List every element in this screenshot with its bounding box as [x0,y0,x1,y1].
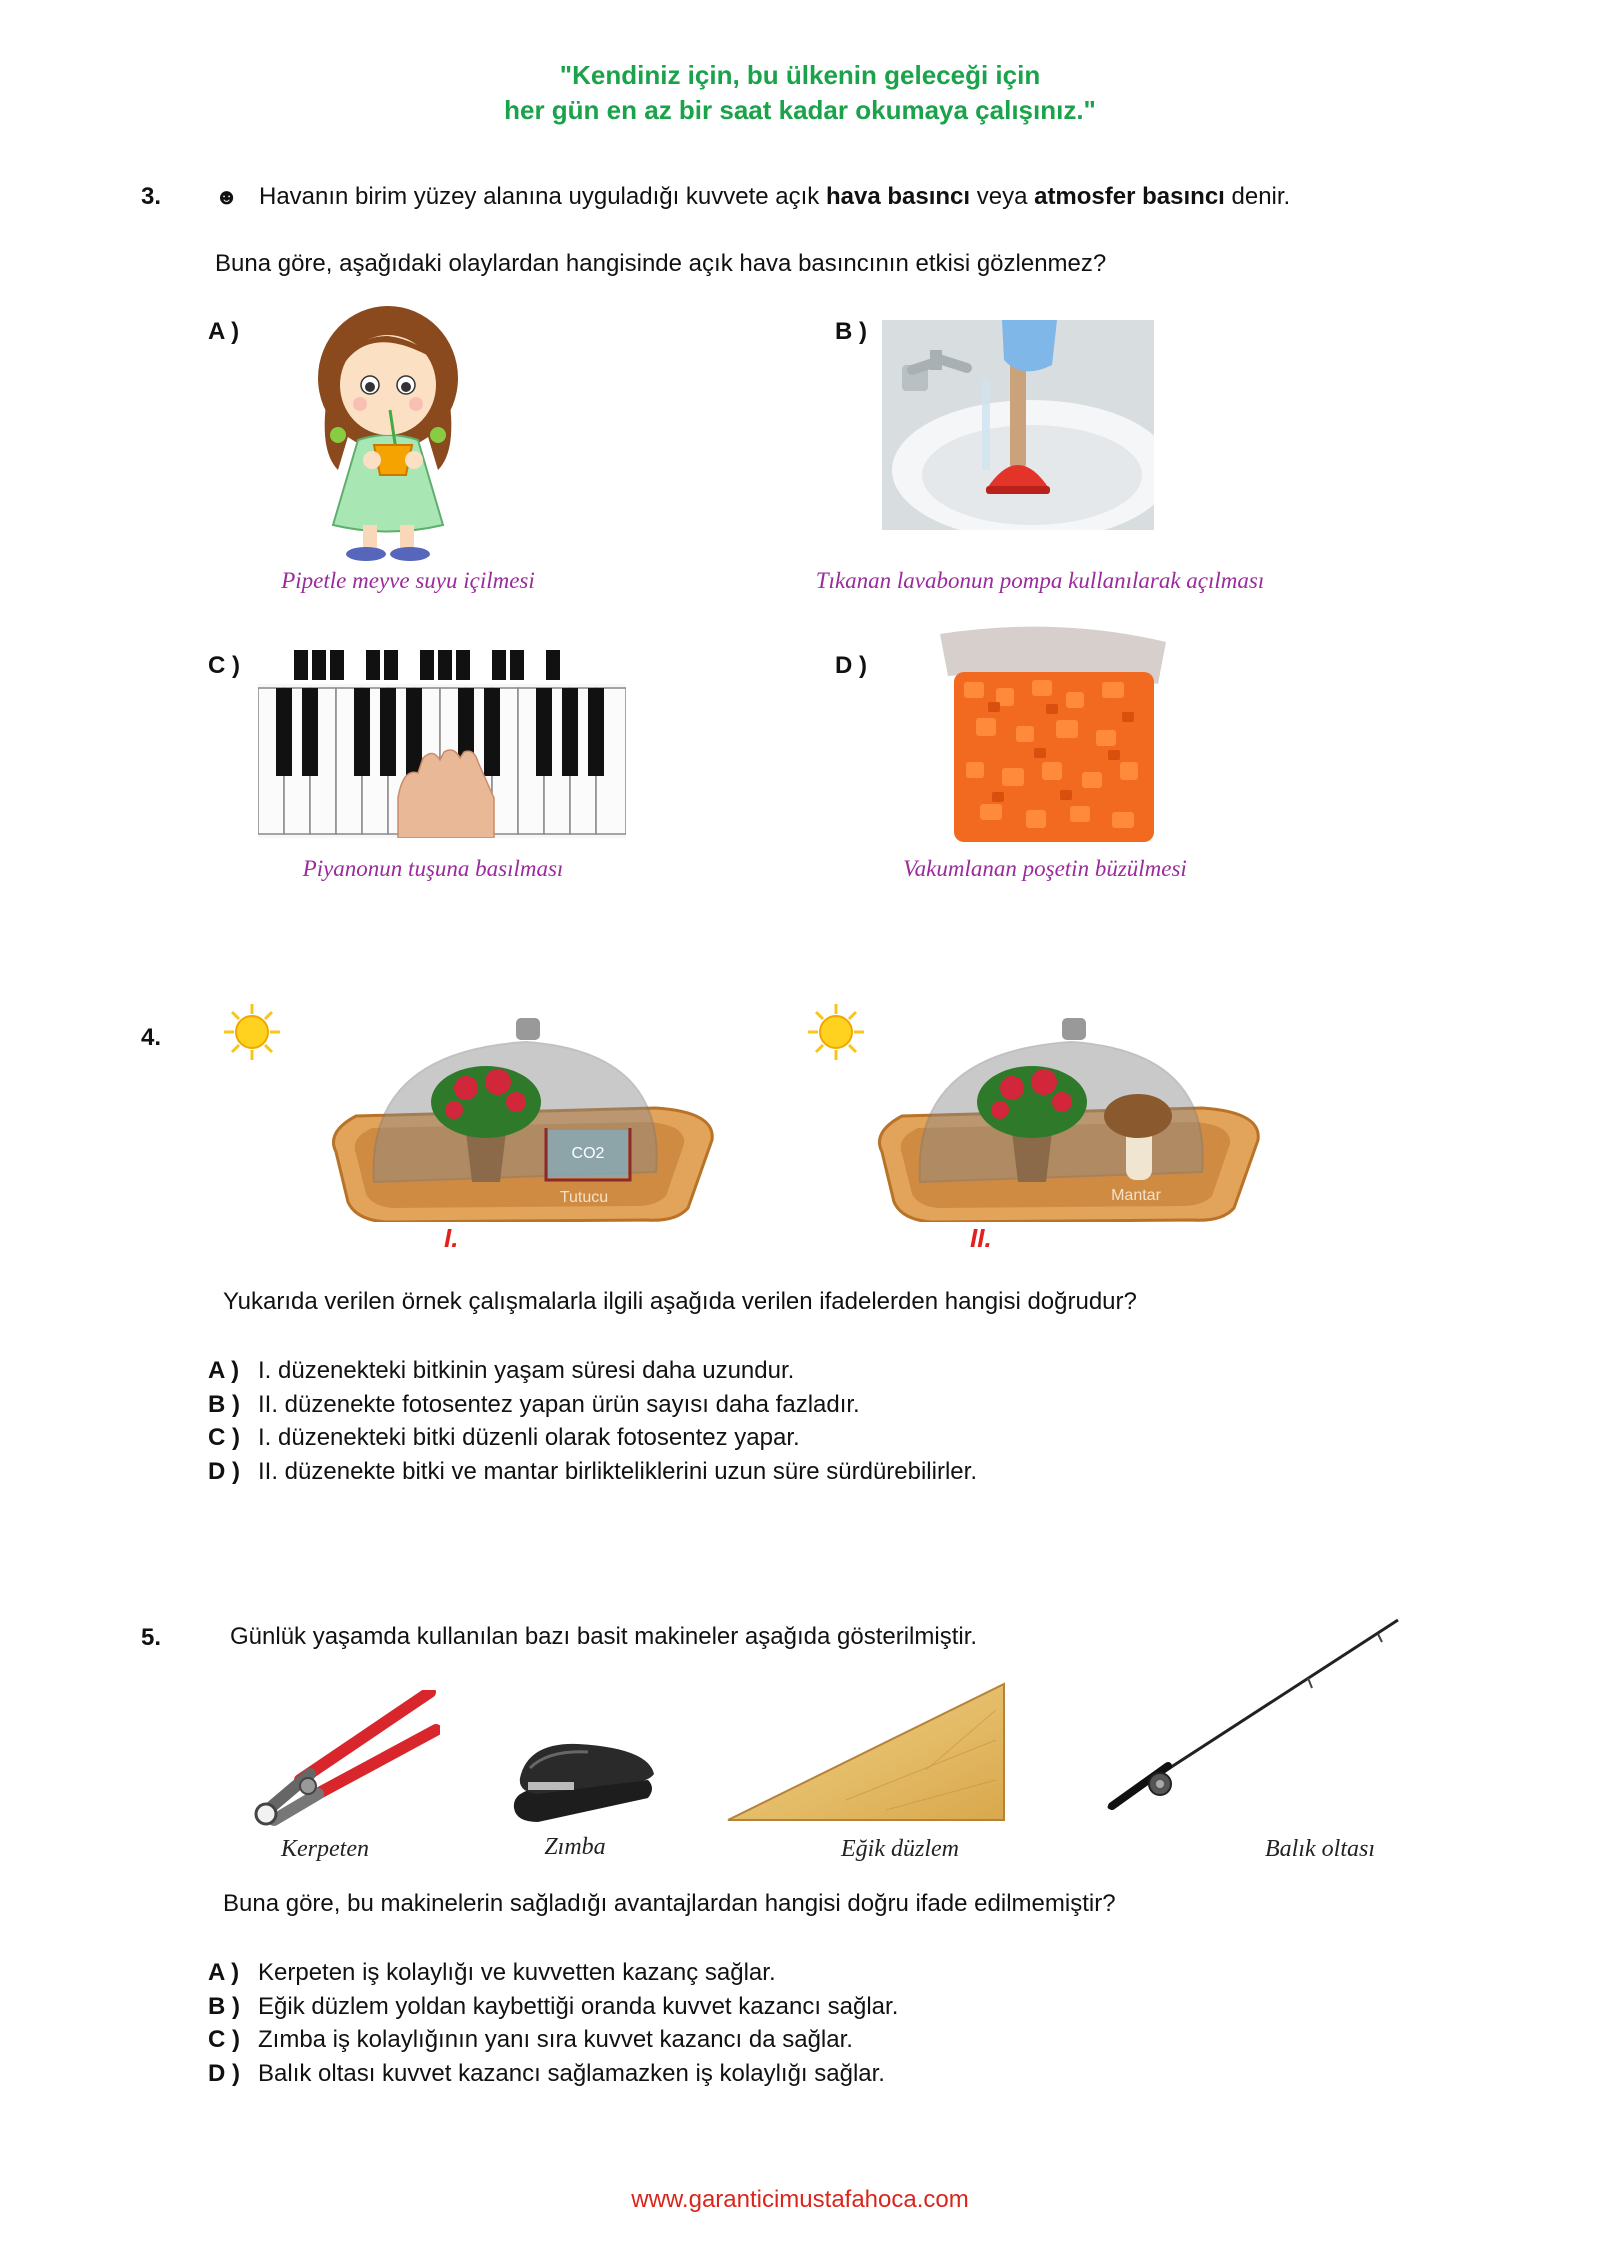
question-4-choices: A )I. düzenekteki bitkinin yaşam süresi … [208,1354,977,1488]
q4-choice-a[interactable]: A )I. düzenekteki bitkinin yaşam süresi … [208,1357,795,1384]
q4-choice-b[interactable]: B )II. düzenekte fotosentez yapan ürün s… [208,1390,860,1418]
question-5-choices: A )Kerpeten iş kolaylığı ve kuvvetten ka… [208,1956,898,2090]
setup-1-bell-jar-icon: CO2 Tutucu [326,1012,716,1222]
question-3-intro: ☻Havanın birim yüzey alanına uyguladığı … [215,183,1291,210]
question-5-prompt: Buna göre, bu makinelerin sağladığı avan… [223,1890,1116,1917]
machine-label-fishing-rod: Balık oltası [1265,1836,1375,1862]
motto-line-1: "Kendiniz için, bu ülkenin geleceği için [559,60,1041,90]
q3-option-d-caption: Vakumlanan poşetin büzülmesi [903,856,1187,881]
q3-option-b-caption: Tıkanan lavabonun pompa kullanılarak açı… [815,568,1265,593]
setup-1-label: I. [444,1223,459,1253]
q3-option-d-letter[interactable]: D ) [835,652,867,679]
q3-option-a-letter[interactable]: A ) [208,318,240,345]
smiley-bullet-icon: ☻ [215,184,239,209]
q3-option-c-caption: Piyanonun tuşuna basılması [302,856,564,881]
pincers-icon [240,1690,440,1830]
holder-label: Tutucu [560,1189,608,1206]
sun-icon [222,1002,282,1062]
vacuum-bag-icon [936,622,1170,846]
question-3-number: 3. [141,183,162,210]
piano-keys-icon [258,648,626,838]
question-4-number: 4. [141,1024,162,1051]
q5-choice-a[interactable]: A )Kerpeten iş kolaylığı ve kuvvetten ka… [208,1959,776,1986]
machine-label-inclined-plane: Eğik düzlem [841,1836,959,1862]
footer-website-link[interactable]: www.garanticimustafahoca.com [631,2186,969,2213]
question-4-prompt: Yukarıda verilen örnek çalışmalarla ilgi… [223,1288,1137,1315]
inclined-plane-icon [726,1680,1006,1822]
q5-choice-c[interactable]: C )Zımba iş kolaylığının yanı sıra kuvve… [208,2026,853,2053]
co2-label: CO2 [572,1145,605,1162]
mushroom-label: Mantar [1111,1187,1161,1204]
setup-2-bell-jar-icon: Mantar [872,1012,1262,1222]
question-5-number: 5. [141,1624,162,1651]
setup-2-label: II. [970,1223,992,1253]
q5-choice-b[interactable]: B )Eğik düzlem yoldan kaybettiği oranda … [208,1992,899,2020]
q3-option-a-caption: Pipetle meyve suyu içilmesi [281,568,535,593]
fishing-rod-icon [1098,1616,1408,1816]
machine-label-stapler: Zımba [544,1834,606,1860]
question-3-prompt: Buna göre, aşağıdaki olaylardan hangisin… [215,250,1107,277]
machine-label-pincers: Kerpeten [281,1836,369,1862]
question-5-intro: Günlük yaşamda kullanılan bazı basit mak… [230,1623,978,1650]
q4-choice-c[interactable]: C )I. düzenekteki bitki düzenli olarak f… [208,1424,800,1451]
girl-drinking-icon [308,300,468,562]
motto: "Kendiniz için, bu ülkenin geleceği için… [0,58,1600,128]
sun-icon [806,1002,866,1062]
q3-option-c-letter[interactable]: C ) [208,652,240,679]
motto-line-2: her gün en az bir saat kadar okumaya çal… [504,95,1096,125]
q5-choice-d[interactable]: D )Balık oltası kuvvet kazancı sağlamazk… [208,2059,885,2087]
q4-choice-d[interactable]: D )II. düzenekte bitki ve mantar birlikt… [208,1457,977,1485]
stapler-icon [508,1738,656,1824]
q3-option-b-letter[interactable]: B ) [835,318,867,345]
plunger-sink-icon [882,320,1154,530]
